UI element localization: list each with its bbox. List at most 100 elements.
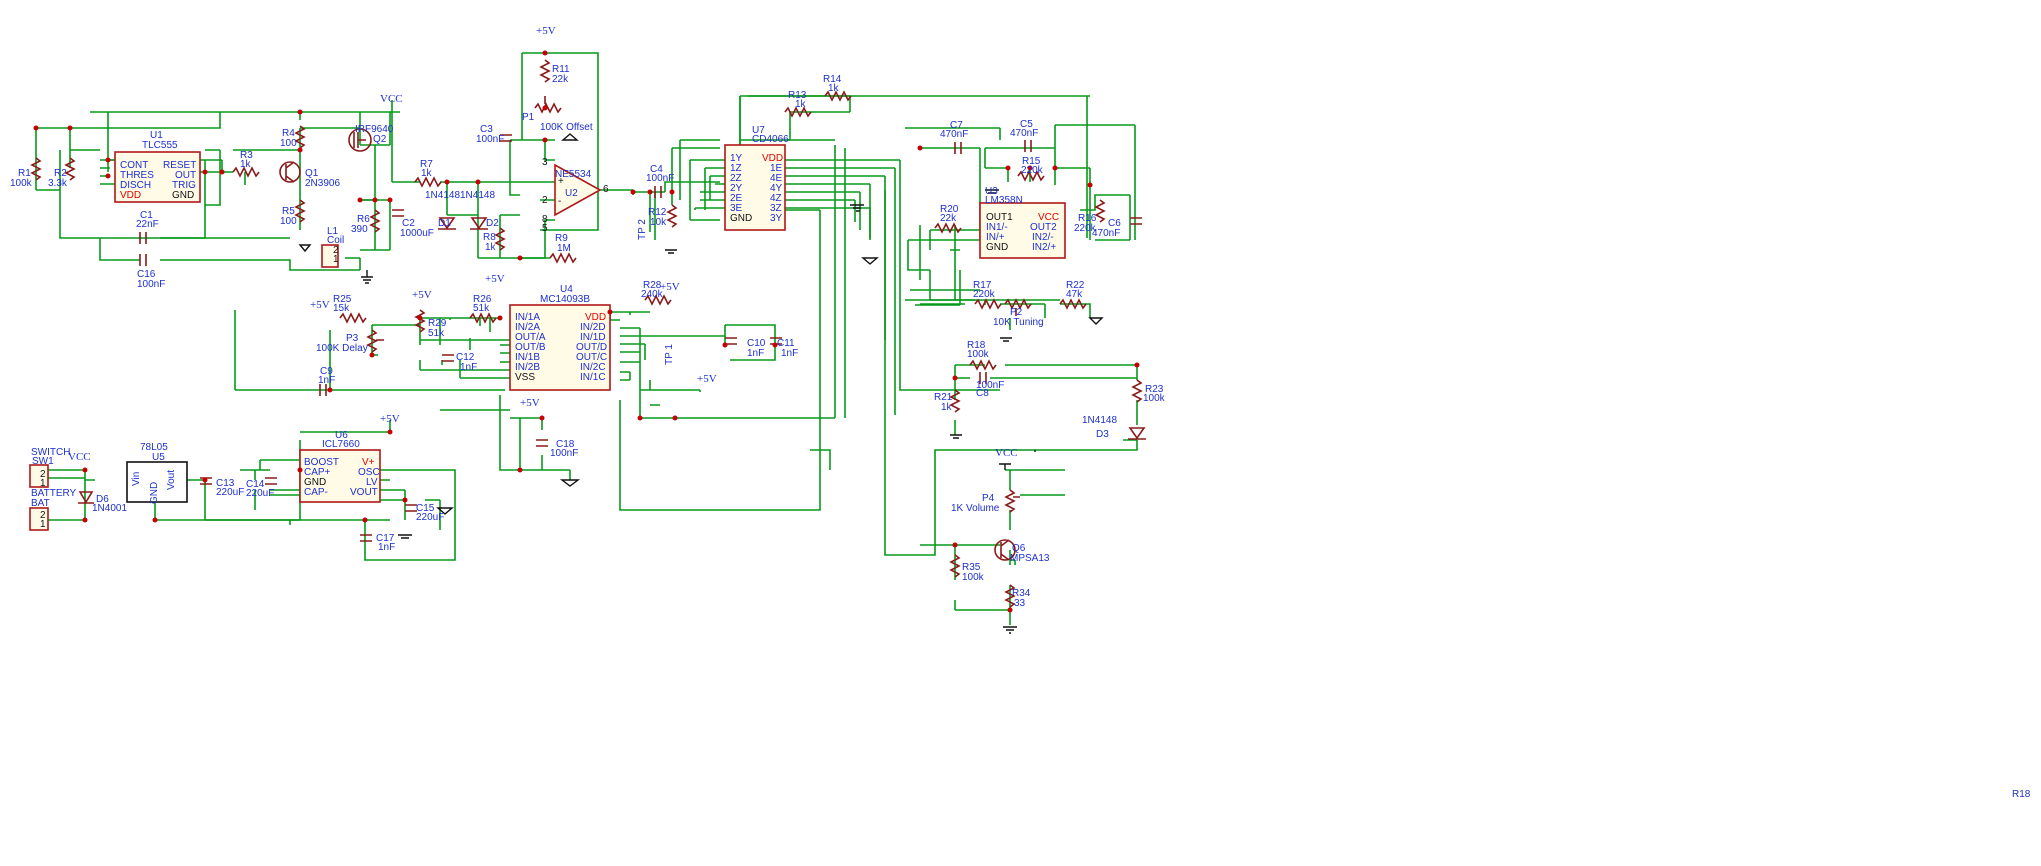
pin-label: OUT/B: [515, 342, 546, 353]
connector-BAT: [29, 507, 49, 531]
ref-label: R7: [420, 159, 433, 170]
pin-label: OUT/C: [576, 352, 607, 363]
ref-label: D3: [1096, 429, 1109, 440]
ref-label: L1: [327, 226, 339, 237]
value-label: 1k: [941, 402, 953, 413]
pin-label: OUT/A: [515, 332, 546, 343]
pin-label: 4Y: [770, 183, 783, 194]
ref-label: C16: [137, 269, 156, 280]
pin-label: 1E: [770, 163, 783, 174]
value-label: 33: [1014, 598, 1026, 609]
value-label: 100nF: [976, 380, 1004, 391]
vcc-label: VCC: [995, 447, 1018, 459]
value-label: 470nF: [1010, 128, 1038, 139]
ref-label: C5: [1020, 119, 1033, 130]
ref-label: R15: [1022, 156, 1041, 167]
pin-label: 2E: [730, 193, 743, 204]
ref-label: R34: [1012, 588, 1031, 599]
ref-label: U5: [152, 452, 165, 463]
value-label: 100k: [962, 572, 985, 583]
pin-label: IN2/-: [1032, 232, 1054, 243]
value-label: 1N4148: [460, 190, 495, 201]
resistor-R18: [969, 359, 997, 371]
pin-label: GND: [730, 213, 752, 224]
value-label: IRF9640: [355, 124, 394, 135]
resistor-R12: [666, 204, 678, 228]
value-label: 1nF: [781, 348, 798, 359]
pin-label: VCC: [1038, 212, 1059, 223]
value-label: 220k: [1021, 165, 1044, 176]
junction-dots: [33, 50, 1140, 613]
pin-label: OSC: [358, 467, 380, 478]
pin-number: 2: [542, 195, 548, 206]
p5v-label: +5V: [412, 289, 432, 301]
transistor-Q1: [279, 161, 301, 183]
diode-D2: [470, 217, 488, 230]
pin-label: VDD: [120, 190, 141, 201]
resistor-R9: [549, 252, 577, 264]
ref-label: D1: [438, 218, 451, 229]
value-label: 100K Offset: [540, 122, 593, 133]
resistor-R35: [949, 554, 961, 578]
pin-label: IN2/+: [1032, 242, 1056, 253]
pin-label: VDD: [585, 312, 606, 323]
ic-ref: U6: [335, 430, 348, 441]
power-labels: +5V VCC +5V +5V +5V +5V +5V +5V +5V VCC …: [68, 25, 1018, 463]
value-label: 1nF: [747, 348, 764, 359]
value-label: 1k: [485, 242, 497, 253]
value-label: SWITCH: [31, 447, 70, 458]
capacitors: [139, 134, 1142, 542]
pin-label: DISCH: [120, 180, 151, 191]
ic-ref: U1: [150, 130, 163, 141]
resistor-R11: [539, 59, 551, 83]
pin-label: LV: [366, 477, 378, 488]
resistor-R34: [1004, 584, 1016, 608]
ic-U1: [114, 151, 201, 203]
ref-label: C4: [650, 164, 663, 175]
value-label: 220k: [973, 289, 996, 300]
value-label: 1k: [240, 159, 252, 170]
diode-D6: [78, 491, 94, 504]
ref-label: P4: [982, 493, 995, 504]
value-label: 100nF: [550, 448, 578, 459]
coil-L1: [321, 244, 339, 268]
ref-label: R20: [940, 204, 959, 215]
ref-label: D2: [486, 218, 499, 229]
resistor-R15: [1017, 170, 1045, 182]
value-label: 22nF: [136, 219, 159, 230]
value-label: 100k: [1143, 393, 1166, 404]
value-label: Coil: [327, 235, 344, 246]
pin-label: RESET: [163, 160, 196, 171]
value-label: 220uF: [246, 488, 274, 499]
ref-label: C1: [140, 210, 153, 221]
value-label: 100K Delay: [316, 343, 368, 354]
ref-label: C8: [976, 388, 989, 399]
p5v-label: +5V: [660, 281, 680, 293]
pin-label: 3Y: [770, 213, 783, 224]
pin-label: 2Z: [730, 173, 742, 184]
resistor-R8: [494, 227, 506, 251]
value-label: 1k: [795, 99, 807, 110]
ref-label: C3: [480, 124, 493, 135]
ic-value: ICL7660: [322, 439, 360, 450]
opamp-U2: [554, 163, 602, 217]
pin-number: 6: [603, 184, 609, 195]
pin-label: 3E: [730, 203, 743, 214]
pin-label: VOUT: [350, 487, 378, 498]
pin-label: 4Z: [770, 193, 782, 204]
value-label: 390: [351, 224, 368, 235]
ref-label: C17: [376, 533, 395, 544]
ref-label: R23: [1145, 384, 1164, 395]
ref-label: C14: [246, 479, 265, 490]
ref-label: R8: [483, 232, 496, 243]
value-label: 1nF: [378, 542, 395, 553]
value-label: 100k: [10, 178, 33, 189]
ref-label: C11: [777, 338, 795, 349]
value-label: 1K Volume: [951, 503, 1000, 514]
pin-label: IN/1C: [580, 372, 606, 383]
ref-label: R35: [962, 562, 981, 573]
pin-number: 8: [542, 214, 548, 225]
pin-label: IN/+: [986, 232, 1005, 243]
